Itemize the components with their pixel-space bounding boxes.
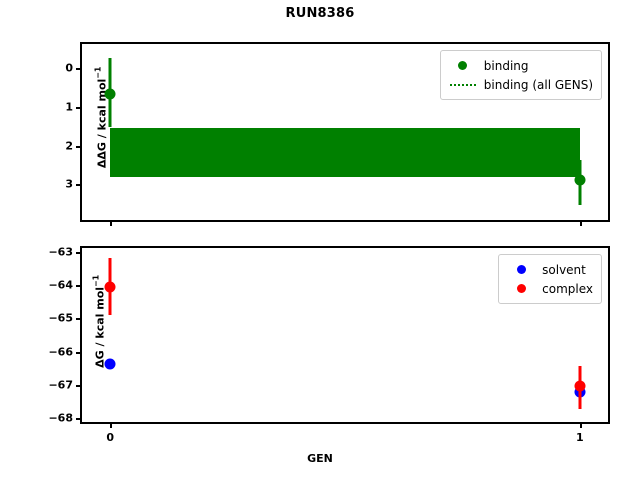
- y-tick-label: −63: [48, 245, 73, 259]
- y-tick-label: −68: [48, 411, 73, 425]
- y-tick-mark: [76, 285, 82, 288]
- x-tick-mark: [110, 422, 113, 428]
- legend-entry[interactable]: binding: [448, 56, 593, 75]
- legend-label: binding (all GENS): [483, 77, 593, 92]
- y-tick-mark: [76, 106, 82, 109]
- data-point-marker[interactable]: [574, 174, 586, 186]
- y-tick-label: −66: [48, 345, 73, 359]
- y-tick-mark: [76, 384, 82, 387]
- legend-line-icon: [448, 83, 478, 86]
- y-tick-label: −67: [48, 378, 73, 392]
- y-tick-label: 0: [65, 61, 73, 75]
- legend-glyph: [449, 83, 476, 86]
- binding-all-gens-band: [110, 128, 580, 177]
- data-point-marker[interactable]: [104, 281, 116, 293]
- legend-marker-icon: [506, 265, 536, 274]
- y-tick-label: 2: [65, 139, 73, 153]
- y-tick-mark: [76, 184, 82, 187]
- legend-glyph: [458, 61, 468, 70]
- x-axis-label: GEN: [307, 452, 333, 465]
- y-tick-mark: [76, 68, 82, 71]
- legend-glyph: [516, 284, 526, 293]
- y-tick-mark: [76, 251, 82, 254]
- y-tick-mark: [76, 145, 82, 148]
- x-tick-label: 1: [575, 431, 584, 444]
- legend-bottom-panel[interactable]: solvent complex: [498, 254, 602, 304]
- legend-entry[interactable]: complex: [506, 279, 593, 298]
- x-tick-mark: [579, 220, 582, 226]
- y-tick-mark: [76, 418, 82, 420]
- legend-marker-icon: [448, 61, 478, 70]
- legend-entry[interactable]: solvent: [506, 260, 593, 279]
- legend-marker-icon: [506, 284, 536, 293]
- y-tick-mark: [76, 351, 82, 354]
- plot-area-bottom: [82, 248, 608, 422]
- x-tick-mark: [110, 220, 113, 226]
- plot-area-top: [82, 44, 608, 220]
- data-point-marker[interactable]: [104, 358, 116, 370]
- y-tick-label: −64: [48, 278, 73, 292]
- y-tick-label: 1: [65, 100, 73, 114]
- legend-top-panel[interactable]: binding binding (all GENS): [439, 50, 602, 100]
- legend-label: binding: [483, 58, 529, 73]
- x-tick-mark: [579, 422, 582, 428]
- y-tick-label: −65: [48, 311, 73, 325]
- x-tick-label: 0: [106, 431, 114, 444]
- legend-label: solvent: [542, 262, 586, 277]
- figure-title: RUN8386: [285, 6, 355, 21]
- legend-glyph: [516, 265, 526, 274]
- legend-label: complex: [542, 281, 593, 296]
- data-point-marker[interactable]: [104, 88, 116, 100]
- legend-entry[interactable]: binding (all GENS): [448, 75, 593, 94]
- data-point-marker[interactable]: [574, 380, 586, 392]
- y-tick-label: 3: [65, 177, 73, 191]
- y-tick-mark: [76, 318, 82, 321]
